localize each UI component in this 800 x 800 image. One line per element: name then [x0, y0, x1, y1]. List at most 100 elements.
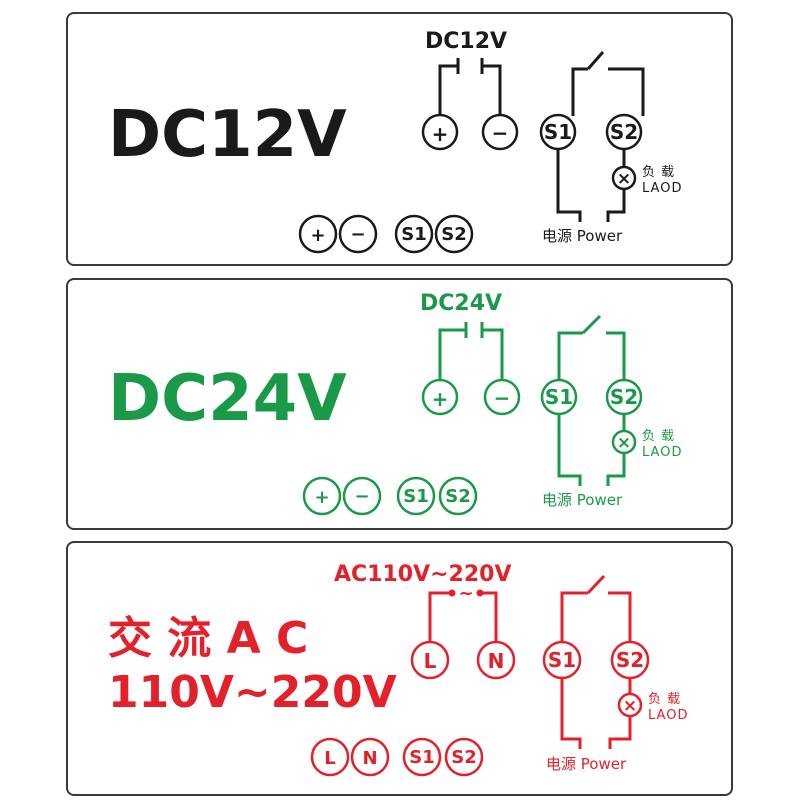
power-label: 电源 Power: [546, 755, 627, 773]
load-label-cn: 负 载: [642, 429, 675, 444]
terminal-l: [410, 640, 450, 680]
wiring-diagram-dc24v: DC24V DC24V +: [108, 291, 682, 516]
supply-label: DC24V: [420, 291, 502, 316]
wiring-diagram-ac: 交 流 A C 110V~220V AC110V~220V ~: [108, 562, 688, 777]
bottom-terminal-plus: [298, 214, 338, 254]
supply-wire-positive: [438, 64, 458, 116]
terminal-s1-label: S1: [545, 385, 573, 409]
terminal-s2: [610, 640, 650, 680]
terminal-s1-label: S1: [544, 120, 572, 144]
supply-label: AC110V~220V: [334, 562, 512, 587]
supply-wire-l: [428, 591, 452, 643]
load-lamp-icon: [611, 165, 637, 191]
terminal-s1: [542, 640, 582, 680]
supply-wire-positive: [438, 328, 466, 380]
bottom-terminal-l: [310, 737, 350, 777]
bottom-terminal-s2: [438, 476, 478, 516]
bottom-terminal-s2: [434, 214, 474, 254]
bottom-terminal-plus-label: +: [314, 487, 329, 508]
bottom-terminal-s2: [444, 737, 484, 777]
load-symbol: ×: [623, 696, 637, 716]
bottom-terminal-s1: [396, 476, 436, 516]
supply-wire-n: [480, 591, 498, 643]
bottom-terminal-minus: [338, 214, 378, 254]
terminal-n: [476, 640, 516, 680]
load-label-en: LAOD: [642, 181, 682, 196]
terminal-s2: [605, 113, 643, 151]
load-label-en: LAOD: [648, 708, 688, 723]
load-lamp-icon: [611, 429, 637, 455]
terminal-s1-label: S1: [548, 648, 576, 672]
power-wire-right: [606, 204, 626, 222]
power-wire-left: [560, 678, 582, 749]
terminal-s1: [539, 113, 577, 151]
power-wire-right: [608, 731, 632, 749]
switch-blade: [581, 314, 602, 335]
bottom-terminal-plus-label: +: [310, 225, 325, 246]
load-symbol: ×: [617, 433, 631, 453]
bottom-terminal-n: [350, 737, 390, 777]
terminal-s2-label: S2: [610, 120, 638, 144]
terminal-plus-label: +: [432, 122, 449, 146]
switch-wire-left: [557, 331, 583, 380]
supply-label: DC12V: [425, 29, 507, 54]
terminal-plus: [421, 378, 459, 416]
title-ac-line1: 交 流 A C: [108, 613, 308, 664]
switch-wire-left: [560, 591, 588, 643]
panel-ac: 交 流 A C 110V~220V AC110V~220V ~: [66, 541, 733, 796]
bottom-terminal-s1: [394, 214, 434, 254]
load-symbol: ×: [617, 169, 631, 189]
voltage-title: DC12V: [108, 98, 347, 172]
load-label-en: LAOD: [642, 445, 682, 460]
terminal-minus: [483, 378, 521, 416]
bottom-terminal-s1-label: S1: [403, 486, 429, 507]
bottom-terminal-n-label: N: [362, 748, 377, 769]
switch-wire-right: [608, 591, 632, 643]
power-label: 电源 Power: [542, 227, 623, 245]
bottom-terminal-minus-label: −: [350, 224, 365, 245]
bottom-terminal-s1-label: S1: [401, 224, 427, 245]
bottom-terminal-l-label: L: [324, 748, 335, 769]
terminal-n-label: N: [488, 649, 505, 673]
bottom-terminal-s2-label: S2: [445, 486, 471, 507]
bottom-terminal-minus-label: −: [354, 486, 369, 507]
switch-blade: [586, 574, 606, 595]
power-label: 电源 Power: [542, 491, 623, 509]
load-label-cn: 负 载: [642, 165, 675, 180]
bottom-terminal-s2-label: S2: [451, 747, 477, 768]
switch-blade: [586, 51, 605, 70]
switch-wire-left: [571, 67, 588, 116]
bottom-terminal-s1: [402, 737, 442, 777]
load-lamp-icon: [617, 692, 643, 718]
voltage-title: DC24V: [108, 362, 347, 436]
panel-dc24v: DC24V DC24V +: [66, 278, 733, 530]
terminal-minus-label: −: [494, 386, 511, 410]
terminal-minus-label: −: [492, 121, 509, 145]
terminal-plus-label: +: [432, 387, 449, 411]
switch-wire-right: [608, 67, 645, 116]
terminal-s2: [605, 378, 643, 416]
bottom-terminal-s2-label: S2: [441, 224, 467, 245]
title-ac-line2: 110V~220V: [108, 667, 397, 718]
supply-wire-negative: [482, 328, 504, 380]
power-wire-left: [556, 149, 582, 222]
terminal-l-label: L: [424, 649, 437, 673]
terminal-minus: [481, 113, 519, 151]
bottom-terminal-minus: [342, 476, 382, 516]
bottom-terminal-s1-label: S1: [409, 747, 435, 768]
wiring-diagram-dc12v: DC12V DC12V: [108, 29, 682, 254]
ac-tilde-icon: ~: [458, 583, 473, 604]
supply-node: [476, 589, 484, 597]
supply-node: [448, 589, 456, 597]
terminal-s2-label: S2: [616, 648, 644, 672]
power-wire-left: [557, 414, 582, 486]
bottom-terminal-plus: [302, 476, 342, 516]
terminal-plus: [421, 113, 459, 151]
terminal-s2-label: S2: [610, 385, 638, 409]
panel-dc12v: DC12V DC12V: [66, 12, 733, 266]
load-label-cn: 负 载: [648, 692, 681, 707]
terminal-s1: [540, 378, 578, 416]
supply-wire-negative: [482, 64, 502, 116]
power-wire-right: [606, 468, 626, 486]
switch-wire-right: [606, 331, 626, 380]
